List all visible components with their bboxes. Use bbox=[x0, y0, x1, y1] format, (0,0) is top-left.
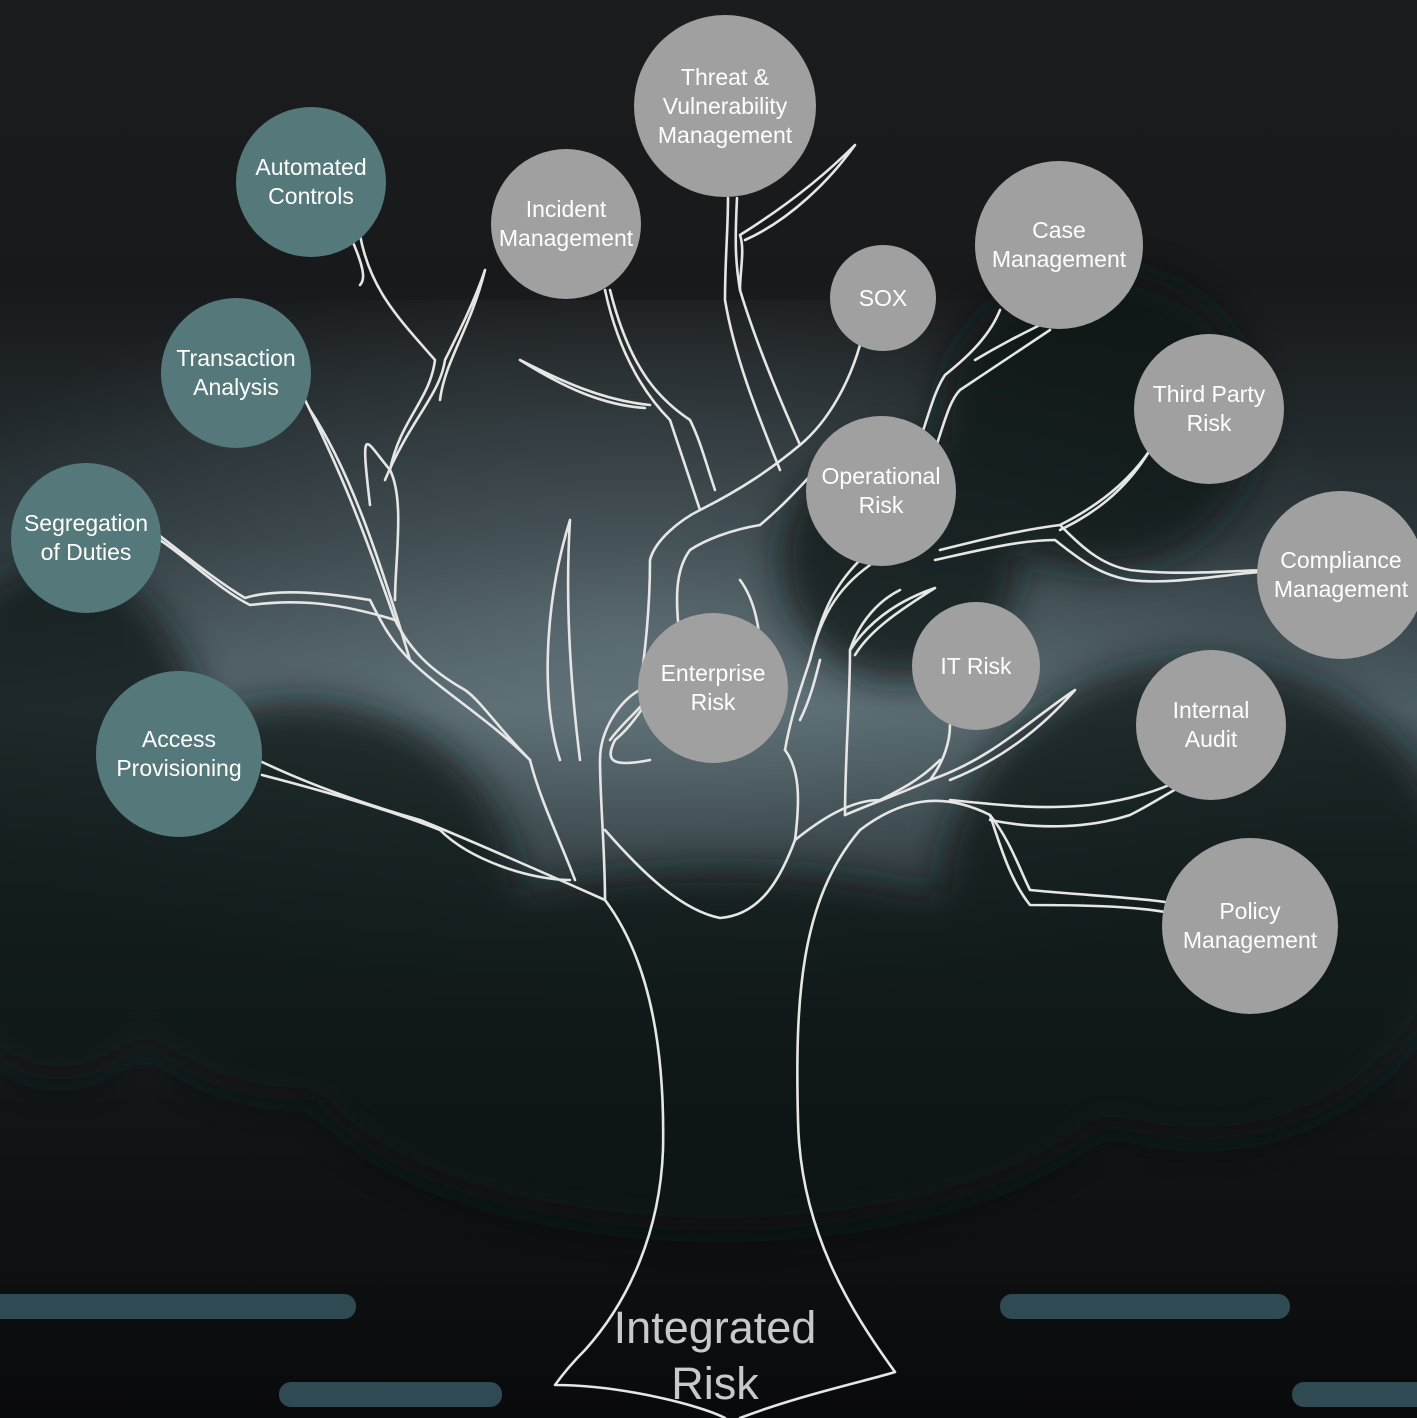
node-compliance-management[interactable] bbox=[1257, 491, 1417, 659]
trunk-title: Integrated Risk bbox=[613, 1302, 817, 1409]
accent-bar bbox=[0, 1294, 356, 1319]
node-case-management[interactable] bbox=[975, 161, 1143, 329]
node-access-provisioning[interactable] bbox=[96, 671, 262, 837]
accent-bar bbox=[1292, 1382, 1417, 1407]
accent-bar bbox=[279, 1382, 502, 1407]
node-internal-audit[interactable] bbox=[1136, 650, 1286, 800]
node-layer bbox=[11, 15, 1417, 1014]
node-sox[interactable] bbox=[830, 245, 936, 351]
node-operational-risk[interactable] bbox=[806, 416, 956, 566]
node-third-party-risk[interactable] bbox=[1134, 334, 1284, 484]
node-policy-management[interactable] bbox=[1162, 838, 1338, 1014]
accent-bar bbox=[1000, 1294, 1290, 1319]
node-segregation-of-duties[interactable] bbox=[11, 463, 161, 613]
node-enterprise-risk[interactable] bbox=[638, 613, 788, 763]
node-transaction-analysis[interactable] bbox=[161, 298, 311, 448]
node-automated-controls[interactable] bbox=[236, 107, 386, 257]
node-incident-management[interactable] bbox=[491, 149, 641, 299]
node-it-risk[interactable] bbox=[912, 602, 1040, 730]
accent-bars bbox=[0, 1294, 1417, 1407]
node-threat-vulnerability-management[interactable] bbox=[634, 15, 816, 197]
